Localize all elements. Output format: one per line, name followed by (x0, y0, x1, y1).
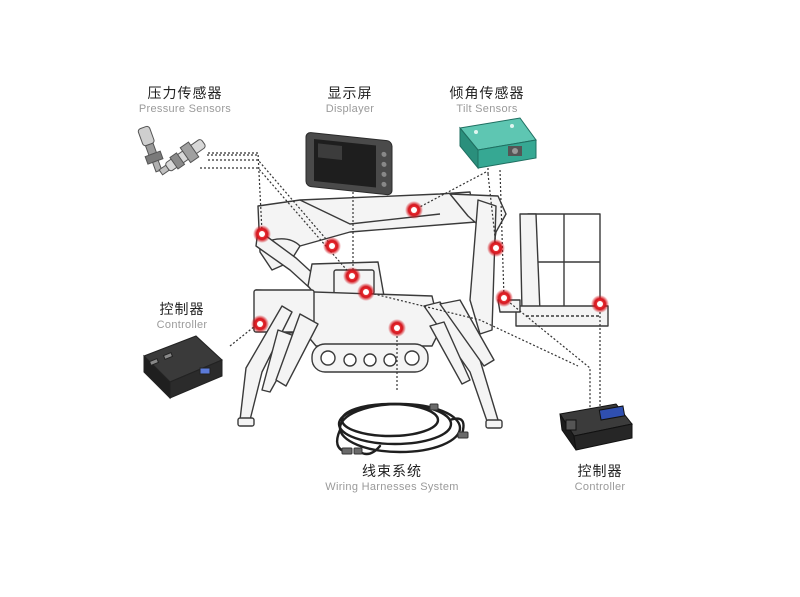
label-controller-right: 控制器 Controller (575, 464, 626, 494)
sensor-markers (251, 201, 609, 337)
label-wiring-zh: 线束系统 (362, 464, 422, 480)
label-display-en: Displayer (325, 103, 375, 115)
label-display-zh: 显示屏 (327, 86, 373, 102)
label-wiring-en: Wiring Harnesses System (325, 481, 459, 493)
leader-right-b (503, 297, 591, 412)
outrigger-right-rear (439, 299, 495, 367)
label-tilt-sensors: 倾角传感器 Tilt Sensors (450, 86, 525, 116)
sensor-marker (357, 283, 375, 301)
leader-right-c (365, 291, 579, 367)
label-pressure-zh: 压力传感器 (147, 86, 223, 102)
sensor-marker (405, 201, 423, 219)
sensor-marker (323, 237, 341, 255)
leader-pressure-a (208, 152, 263, 233)
work-platform (497, 213, 609, 327)
label-displayer: 显示屏 Displayer (326, 86, 375, 116)
sensor-marker (495, 289, 513, 307)
label-pressure-sensors: 压力传感器 Pressure Sensors (139, 86, 231, 116)
label-controller-right-en: Controller (574, 481, 626, 493)
sensor-marker (591, 295, 609, 313)
label-controller-left-en: Controller (156, 319, 208, 331)
leader-lines (200, 152, 601, 412)
controller-box-icon (143, 335, 223, 400)
sensor-marker (253, 225, 271, 243)
leader-pressure-b (208, 159, 333, 247)
leader-tilt-b (499, 169, 505, 299)
leader-tilt-a (487, 173, 497, 247)
label-wiring-harness: 线束系统 Wiring Harnesses System (325, 464, 458, 494)
leader-pressure-c (200, 167, 353, 277)
spider-lift-machine (237, 191, 609, 429)
icon-connectors (207, 154, 489, 174)
tilt-sensor-icon (459, 117, 537, 170)
display-screen-icon (305, 132, 393, 196)
label-tilt-zh: 倾角传感器 (449, 86, 525, 102)
sensor-marker (487, 239, 505, 257)
outrigger-left-rear (275, 313, 319, 387)
ecu-controller-icon (559, 403, 633, 451)
sensor-marker (343, 267, 361, 285)
leader-tilt-c (413, 171, 487, 211)
label-controller-left-zh: 控制器 (159, 302, 205, 318)
label-pressure-en: Pressure Sensors (138, 103, 232, 115)
sensor-marker (388, 319, 406, 337)
wiring-harness-icon (335, 402, 469, 456)
label-controller-right-zh: 控制器 (577, 464, 623, 480)
sensor-marker (251, 315, 269, 333)
pressure-sensor-icon (137, 125, 206, 176)
label-tilt-en: Tilt Sensors (456, 103, 518, 115)
label-controller-left: 控制器 Controller (157, 302, 208, 332)
